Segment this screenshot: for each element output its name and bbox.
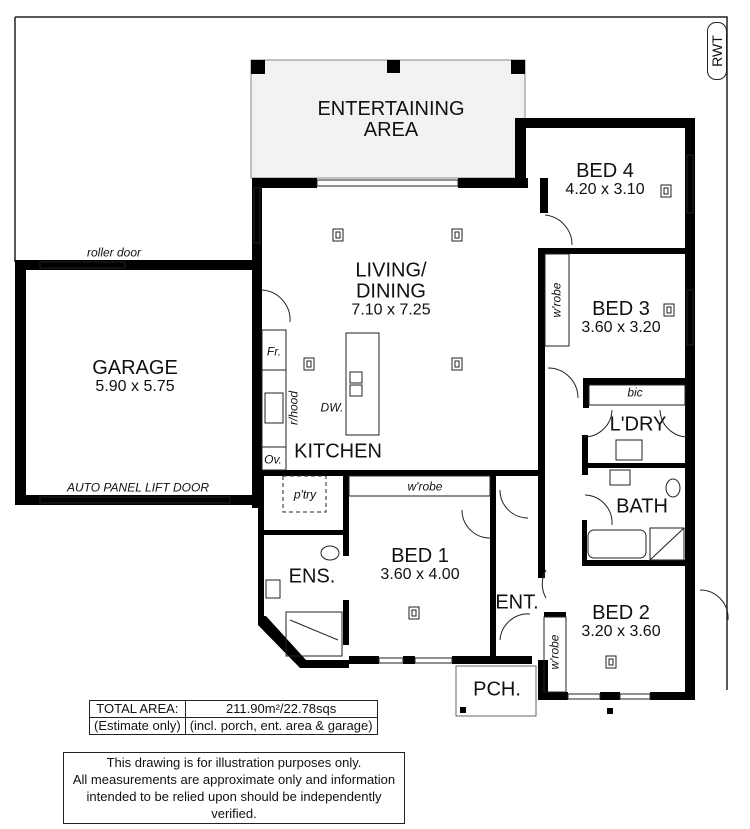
total-area-value: 211.90m²/22.78sqs	[184, 700, 378, 718]
room-dimensions: 3.60 x 3.20	[581, 319, 661, 337]
room-bed4: BED 4 4.20 x 3.10	[565, 161, 644, 199]
total-area-label: TOTAL AREA:	[89, 700, 186, 718]
room-name: DINING	[355, 280, 426, 303]
room-garage: GARAGE 5.90 x 5.75	[92, 358, 178, 396]
estimate-note-value: (incl. porch, ent. area & garage)	[184, 717, 378, 735]
rwt-label: RWT	[709, 35, 725, 67]
fridge-label: Fr.	[266, 344, 282, 359]
disclaimer-box: This drawing is for illustration purpose…	[63, 752, 405, 824]
room-name: GARAGE	[92, 357, 178, 380]
room-bed1: BED 1 3.60 x 4.00	[380, 546, 459, 584]
room-name: BED 2	[592, 602, 650, 625]
room-ensuite: ENS.	[288, 565, 336, 588]
pantry-label: p'try	[293, 487, 317, 502]
room-dimensions: 7.10 x 7.25	[351, 301, 431, 319]
room-name: AREA	[363, 119, 419, 141]
rainwater-tank: RWT	[707, 22, 727, 80]
estimate-note-label: (Estimate only)	[89, 717, 186, 735]
roller-door-label: roller door	[86, 245, 142, 260]
dishwasher-label: DW.	[320, 400, 344, 415]
room-name: LIVING/	[355, 259, 427, 282]
disclaimer-line: intended to be relied upon should be ind…	[86, 789, 382, 821]
room-dimensions: 3.60 x 4.00	[380, 566, 460, 584]
bed3-wardrobe-label: w'robe	[549, 282, 564, 318]
room-name: BED 4	[576, 160, 634, 183]
room-name: BED 3	[592, 298, 650, 321]
auto-door-label: AUTO PANEL LIFT DOOR	[66, 480, 210, 495]
room-laundry: L'DRY	[609, 413, 667, 436]
rangehood-label: r/hood	[286, 390, 301, 426]
room-kitchen: KITCHEN	[294, 440, 382, 463]
room-dimensions: 4.20 x 3.10	[565, 181, 645, 199]
room-dimensions: 5.90 x 5.75	[95, 378, 175, 396]
bed2-wardrobe-label: w'robe	[547, 634, 562, 670]
room-name: BED 1	[391, 545, 449, 568]
room-name: ENTERTAINING	[317, 98, 465, 120]
bed1-wardrobe-label: w'robe	[407, 479, 443, 494]
disclaimer-line: All measurements are approximate only an…	[72, 772, 396, 787]
bic-label: bic	[627, 385, 643, 400]
room-living-dining: LIVING/ DINING 7.10 x 7.25	[351, 259, 431, 320]
room-bed2: BED 2 3.20 x 3.60	[581, 603, 660, 641]
room-entertaining-area: ENTERTAINING AREA	[317, 99, 464, 141]
room-bed3: BED 3 3.60 x 3.20	[581, 299, 660, 337]
disclaimer-line: This drawing is for illustration purpose…	[106, 755, 362, 770]
room-dimensions: 3.20 x 3.60	[581, 623, 661, 641]
total-area-table: TOTAL AREA: 211.90m²/22.78sqs (Estimate …	[89, 700, 378, 735]
room-porch: PCH.	[473, 678, 521, 701]
room-bath: BATH	[616, 495, 668, 518]
oven-label: Ov.	[264, 452, 282, 467]
room-entry: ENT.	[495, 591, 539, 614]
